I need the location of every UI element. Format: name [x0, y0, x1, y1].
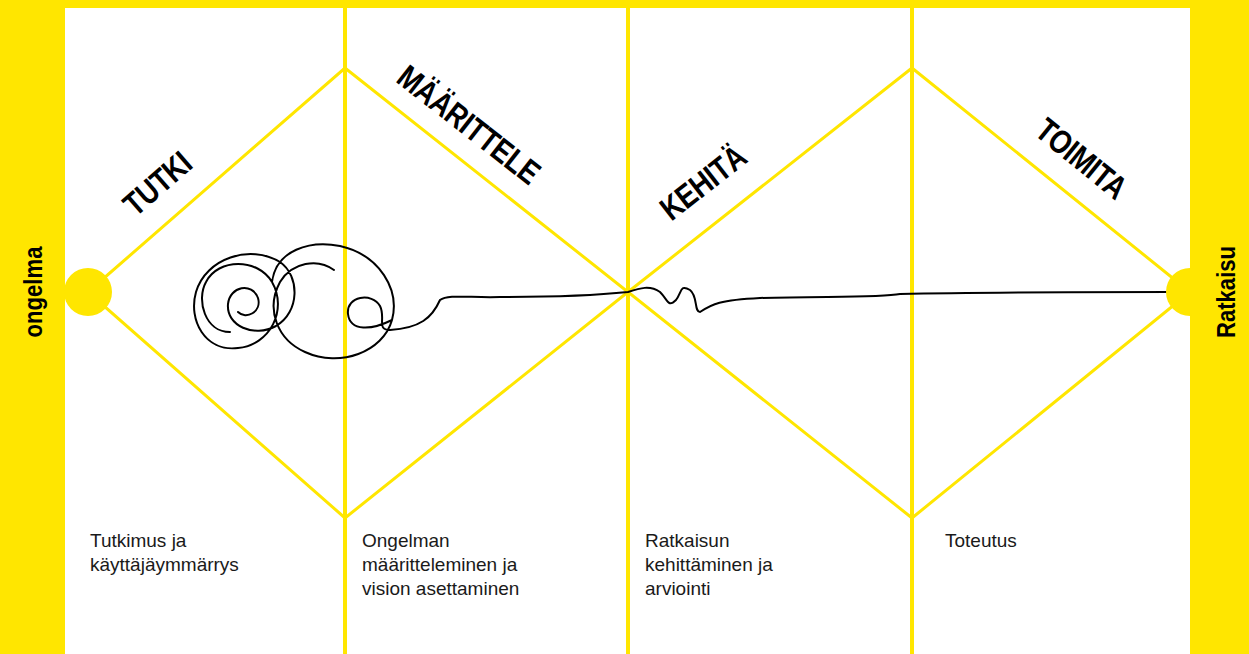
phase-column: KEHITÄ Ratkaisun kehittäminen ja arvioint…	[628, 8, 912, 654]
white-panel	[65, 8, 1190, 654]
side-label: ongelma	[20, 247, 46, 338]
column-divider	[343, 8, 347, 654]
phase-title: MÄÄRITTELE	[392, 59, 546, 190]
end-dot	[1166, 268, 1214, 316]
phase-title: KEHITÄ	[654, 139, 752, 226]
phase-column: TOIMITA Toteutus	[912, 8, 1190, 654]
phase-description: Toteutus	[945, 529, 1145, 553]
diamond-outline	[88, 68, 628, 518]
phase-title: TUTKI	[117, 145, 197, 221]
phase-description: Ratkaisun kehittäminen ja arviointi	[645, 529, 805, 600]
tangle-line	[194, 244, 1170, 358]
phase-description: Tutkimus ja käyttäjäymmärrys	[90, 529, 290, 577]
phase-description: Ongelman määritteleminen ja vision asett…	[362, 529, 567, 600]
phase-column: TUTKI Tutkimus ja käyttäjäymmärrys	[65, 8, 345, 654]
phase-column: MÄÄRITTELE Ongelman määritteleminen ja vi…	[345, 8, 628, 654]
phase-title: TOIMITA	[1030, 112, 1133, 204]
start-dot	[64, 268, 112, 316]
column-divider	[910, 8, 914, 654]
side-label: Ratkaisu	[1213, 246, 1239, 338]
column-divider	[626, 8, 630, 654]
